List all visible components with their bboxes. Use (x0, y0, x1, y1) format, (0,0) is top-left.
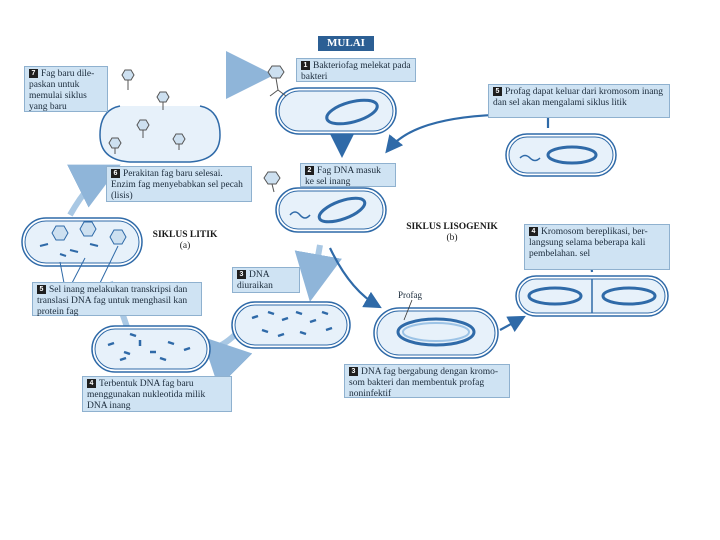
step-number: 5 (493, 87, 502, 96)
cell-prophage (373, 299, 499, 359)
step-text: Fag baru dile-paskan untuk memulai siklu… (29, 69, 95, 112)
step-text: Perakitan fag baru selesai. Enzim fag me… (111, 169, 243, 201)
cell-dividing (515, 275, 669, 317)
lytic-title-text: SIKLUS LITIK (152, 230, 218, 240)
step-text: DNA diuraikan (237, 270, 273, 291)
lysogenic-cycle-title: SIKLUS LISOGENIK (b) (404, 222, 500, 244)
step-number: 6 (111, 169, 120, 178)
cell-step7-lysis (99, 69, 221, 163)
cell-prophage-exit (505, 133, 617, 177)
step-number: 3 (237, 270, 246, 279)
step-number: 3 (349, 367, 358, 376)
prophage-label: Profag (398, 290, 422, 300)
step-text: Fag DNA masuk ke sel inang (305, 166, 381, 187)
step-number: 7 (29, 69, 38, 78)
step-number: 2 (305, 166, 314, 175)
step-text: Kromosom bereplikasi, ber-langsung selam… (529, 227, 648, 259)
lysogenic-title-text: SIKLUS LISOGENIK (406, 222, 498, 232)
step-number: 1 (301, 61, 310, 70)
cell-step1 (267, 65, 397, 135)
cell-step4 (91, 325, 211, 373)
step-text: DNA fag bergabung dengan kromo-som bakte… (349, 367, 499, 399)
lysogenic-subtitle: (b) (446, 233, 458, 243)
lytic-cycle-title: SIKLUS LITIK (a) (150, 230, 220, 252)
step-number: 4 (87, 379, 96, 388)
step-text: Bakteriofag melekat pada bakteri (301, 61, 411, 82)
step-text: Sel inang melakukan transkripsi dan tran… (37, 285, 188, 317)
lytic-subtitle: (a) (179, 241, 191, 251)
step-text: Profag dapat keluar dari kromosom inang … (493, 87, 664, 108)
cell-step2 (263, 171, 387, 233)
cell-step3 (231, 301, 351, 349)
step-text: Terbentuk DNA fag baru menggunakan nukle… (87, 379, 206, 411)
cell-step5 (21, 217, 143, 284)
start-label: MULAI (318, 36, 374, 51)
step-number: 4 (529, 227, 538, 236)
step-number: 5 (37, 285, 46, 294)
